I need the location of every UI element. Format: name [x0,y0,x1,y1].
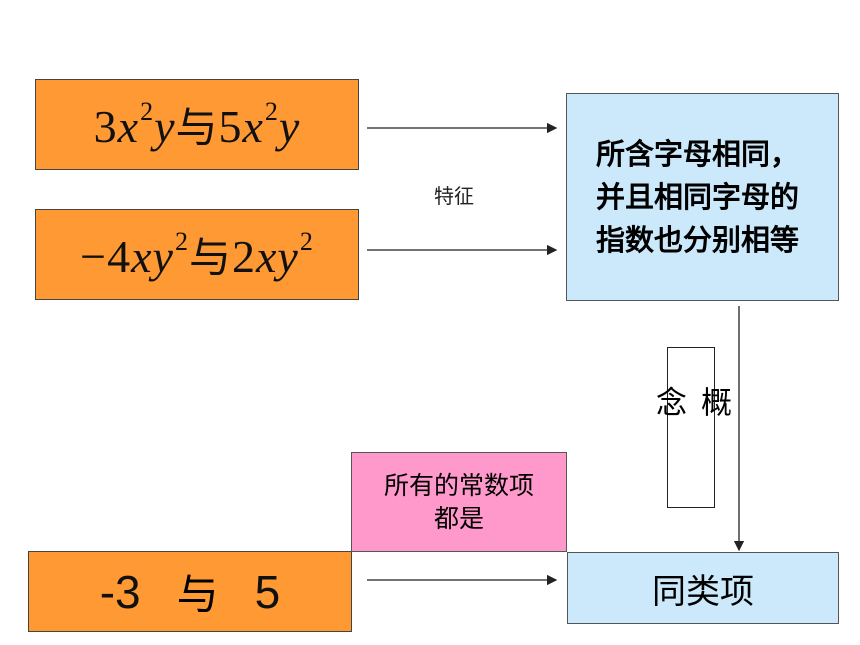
constants-note-box: 所有的常数项 都是 [351,452,567,552]
connector-word: 与 [175,103,219,152]
example-expression-2: −4xy2与2xy2 [80,227,314,283]
constants-note-line-1: 所有的常数项 [383,471,534,500]
concept-label: 概念 [650,386,731,455]
feature-line-3: 指数也分别相等 [595,222,799,257]
feature-line-1: 所含字母相同， [595,136,799,171]
example-box-2: −4xy2与2xy2 [35,209,359,300]
result-label: 同类项 [652,571,754,612]
connector-word: 与 [176,570,219,619]
constants-note-line-2: 都是 [433,504,484,533]
feature-definition-box: 所含字母相同， 并且相同字母的 指数也分别相等 [566,93,839,301]
feature-label: 特征 [434,184,474,208]
feature-definition-text: 所含字母相同， 并且相同字母的 指数也分别相等 [596,133,799,262]
constant-left: -3 [99,565,141,618]
example-box-3: -3 与 5 [28,551,352,632]
result-box: 同类项 [567,552,839,624]
feature-line-2: 并且相同字母的 [595,179,799,214]
constants-note-text: 所有的常数项 都是 [384,469,534,535]
example-box-1: 3x2y与5x2y [35,79,359,170]
concept-label-box: 概念 [650,347,731,508]
connector-word: 与 [188,233,232,282]
constant-right: 5 [254,565,281,618]
example-expression-1: 3x2y与5x2y [93,97,301,153]
